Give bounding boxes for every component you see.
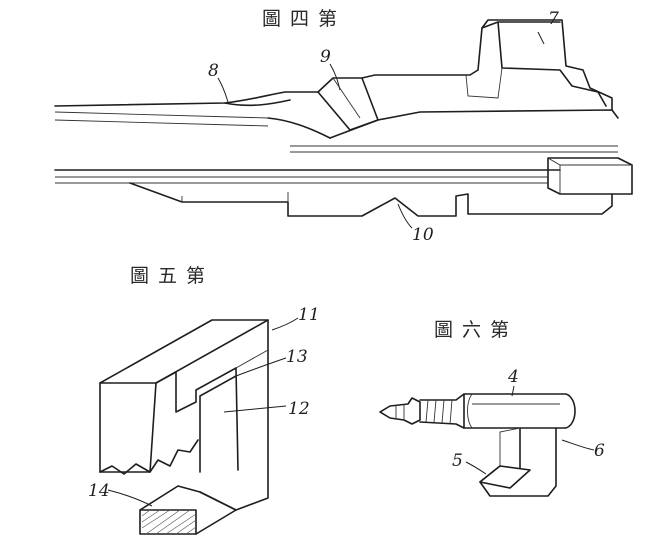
cylinder-body bbox=[463, 393, 576, 429]
leader-4 bbox=[511, 385, 515, 397]
bore-lines-right bbox=[290, 145, 618, 153]
hook-inner-edge bbox=[499, 427, 521, 466]
ref-numeral-10: 10 bbox=[412, 225, 434, 245]
figure-6: 圖六第 4 5 6 bbox=[379, 319, 605, 497]
frame-inner-back bbox=[199, 375, 237, 473]
ref-numeral-6: 6 bbox=[594, 441, 605, 461]
ref-numeral-5: 5 bbox=[452, 451, 463, 471]
screw-tip-edges bbox=[395, 404, 405, 420]
rear-sight-block bbox=[481, 21, 607, 107]
figure-5-caption: 圖五第 bbox=[130, 265, 214, 287]
figure-4-caption: 圖四第 bbox=[262, 8, 346, 30]
ref-numeral-13: 13 bbox=[286, 347, 308, 367]
wedge-part bbox=[317, 77, 379, 131]
leader-14 bbox=[107, 489, 153, 507]
leader-11 bbox=[271, 317, 299, 331]
barrel-end-block bbox=[547, 157, 633, 195]
barrel-shading-lines bbox=[55, 176, 548, 184]
spring-part bbox=[224, 99, 331, 139]
leader-12 bbox=[223, 405, 287, 413]
screw-tip bbox=[379, 397, 421, 425]
bottom-bar bbox=[139, 485, 237, 535]
ref-numeral-14: 14 bbox=[88, 481, 110, 501]
hook-body bbox=[479, 427, 557, 497]
underside-bracket bbox=[129, 182, 613, 217]
bracket-edges bbox=[181, 192, 289, 202]
bore-lines-left bbox=[54, 111, 269, 127]
ref-numeral-12: 12 bbox=[288, 399, 310, 419]
ref-numeral-9: 9 bbox=[320, 47, 331, 67]
wedge-inner-edge bbox=[332, 77, 361, 119]
leader-7 bbox=[537, 31, 545, 45]
leader-13 bbox=[235, 357, 287, 377]
hook-foot bbox=[479, 465, 531, 489]
frame-right-column bbox=[199, 319, 269, 511]
cylinder-left-rim bbox=[467, 393, 473, 429]
ref-numeral-4: 4 bbox=[507, 367, 519, 387]
figure-4: 圖四第 7 8 9 10 bbox=[54, 8, 633, 245]
frame-inner-left bbox=[155, 367, 239, 471]
ref-numeral-8: 8 bbox=[208, 61, 219, 81]
ref-numeral-11: 11 bbox=[298, 305, 320, 325]
figure-5: 圖五第 11 13 12 14 bbox=[88, 265, 320, 535]
bottom-bar-end bbox=[139, 509, 197, 535]
frame-left-front bbox=[99, 382, 157, 473]
barrel-top-edge bbox=[54, 19, 613, 111]
frame-broken-edge bbox=[99, 439, 199, 475]
leader-10 bbox=[397, 203, 413, 229]
frame-right-edge bbox=[235, 349, 269, 369]
barrel-mid-step bbox=[329, 109, 619, 139]
sight-base-outline bbox=[465, 67, 503, 99]
figure-6-caption: 圖六第 bbox=[434, 319, 518, 341]
leader-8 bbox=[217, 77, 229, 103]
section-hatching bbox=[141, 509, 197, 535]
end-block-edges bbox=[547, 157, 632, 194]
ref-numeral-7: 7 bbox=[548, 9, 559, 29]
leader-9 bbox=[329, 63, 341, 91]
leader-6 bbox=[561, 439, 595, 451]
screw-threads bbox=[425, 399, 453, 425]
leader-5 bbox=[465, 461, 487, 475]
